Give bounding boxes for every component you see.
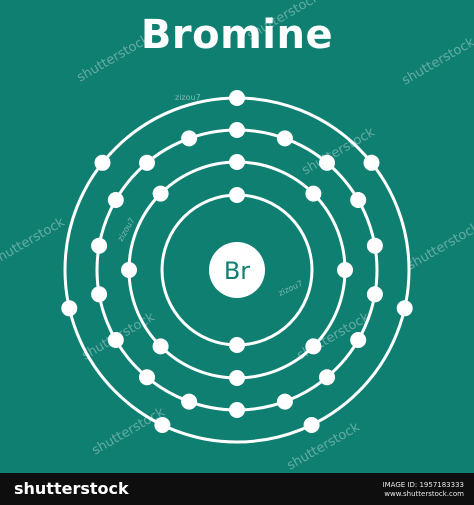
electron <box>363 154 380 171</box>
footer-site: www.shutterstock.com <box>384 490 464 498</box>
electron <box>229 90 245 106</box>
electron <box>396 300 413 317</box>
electron <box>139 154 155 171</box>
electron <box>229 154 245 170</box>
electron <box>319 369 335 386</box>
electron <box>366 286 383 303</box>
nucleus-symbol: Br <box>224 257 250 285</box>
electron <box>337 262 353 278</box>
electron <box>107 192 124 208</box>
electron <box>276 393 293 410</box>
electron <box>91 286 108 303</box>
electron <box>229 122 245 138</box>
electron <box>107 332 124 348</box>
electron <box>303 417 320 433</box>
electron <box>366 237 383 254</box>
electron <box>305 185 322 202</box>
footer-image-id: IMAGE ID: 1957183333 <box>382 481 464 489</box>
electron <box>276 130 293 147</box>
electron <box>181 393 198 410</box>
electron <box>121 262 137 278</box>
electron <box>152 185 169 202</box>
page-title: Bromine <box>140 12 334 58</box>
electron <box>154 417 171 433</box>
electron <box>350 332 367 348</box>
footer-logo: shutterstock <box>14 479 129 498</box>
electron <box>94 154 111 171</box>
electron <box>152 338 169 355</box>
footer-meta: IMAGE ID: 1957183333 www.shutterstock.co… <box>383 481 464 499</box>
electron <box>319 154 335 171</box>
electron <box>91 237 108 254</box>
nucleus <box>209 242 265 298</box>
electron <box>229 337 245 353</box>
electron <box>229 402 245 418</box>
electron <box>350 192 367 208</box>
electron <box>305 338 322 355</box>
electron <box>229 370 245 386</box>
electron <box>139 369 155 386</box>
stock-footer-bar: shutterstock IMAGE ID: 1957183333 www.sh… <box>0 473 474 505</box>
electron <box>229 187 245 203</box>
electron <box>181 130 198 147</box>
electron <box>61 300 78 317</box>
